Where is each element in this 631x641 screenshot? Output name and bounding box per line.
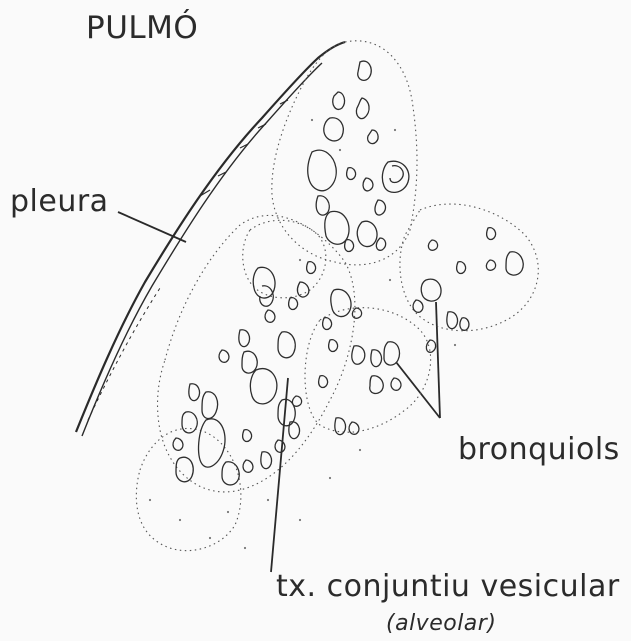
label-connective-tissue: tx. conjuntiu vesicular [276, 569, 620, 604]
lobule-outlines [136, 41, 538, 551]
tissue-leader [271, 378, 288, 572]
pleura-leader [118, 212, 186, 242]
label-bronquiols: bronquiols [458, 432, 620, 467]
diagram-title: PULMÓ [86, 10, 198, 46]
lobule-left-main [158, 215, 355, 492]
lobule-lower-left [136, 428, 241, 550]
alveoli [173, 61, 523, 485]
bronquiols-leader-1 [396, 362, 440, 418]
lobule-inner [243, 220, 326, 297]
label-pleura: pleura [10, 184, 109, 219]
label-alveolar-note: (alveolar) [386, 611, 496, 636]
lobule-top [272, 41, 417, 265]
bronquiols-leader-2 [436, 302, 440, 418]
tissue-stipple [149, 119, 456, 549]
leader-lines [118, 212, 440, 572]
pleura-line [76, 42, 345, 436]
lobule-middle [305, 308, 431, 433]
